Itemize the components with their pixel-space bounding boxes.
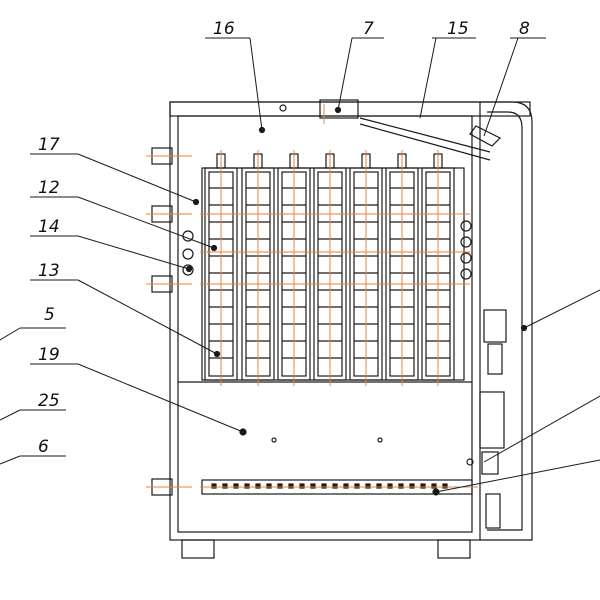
diagonal-brace-2 bbox=[359, 123, 491, 161]
callout-label-14: 14 bbox=[38, 217, 60, 237]
top-right-bracket bbox=[469, 125, 502, 147]
heater-frame bbox=[201, 167, 465, 381]
callout-label-16: 16 bbox=[213, 19, 235, 39]
lower-hole bbox=[271, 437, 277, 443]
leader-line bbox=[419, 37, 437, 119]
callout-label-6: 6 bbox=[38, 437, 49, 457]
leader-line bbox=[0, 409, 21, 421]
burner-port bbox=[376, 483, 382, 489]
leader-line bbox=[77, 196, 215, 249]
burner-port bbox=[365, 483, 371, 489]
right-valve-circle bbox=[460, 268, 472, 280]
control-unit-lower bbox=[479, 391, 505, 449]
leader-line bbox=[435, 459, 600, 493]
callout-label-17: 17 bbox=[38, 135, 60, 155]
control-valve bbox=[481, 451, 499, 475]
burner-port bbox=[233, 483, 239, 489]
leader-line bbox=[249, 37, 263, 131]
leader-line bbox=[77, 279, 218, 355]
drawing-geometry bbox=[151, 99, 533, 559]
leader-line bbox=[337, 37, 353, 111]
callout-label-13: 13 bbox=[38, 261, 60, 281]
leader-line bbox=[0, 455, 21, 465]
burner-port bbox=[431, 483, 437, 489]
callout-labels: 16 7 15 8 17 12 14 13 5 19 25 6 bbox=[38, 19, 530, 457]
burner-port bbox=[288, 483, 294, 489]
left-foot bbox=[181, 539, 215, 559]
centerlines bbox=[146, 104, 478, 488]
burner-port bbox=[409, 483, 415, 489]
burner-port bbox=[387, 483, 393, 489]
top-hole bbox=[279, 104, 287, 112]
leader-line bbox=[483, 37, 519, 137]
burner-port bbox=[211, 483, 217, 489]
callout-label-15: 15 bbox=[447, 19, 469, 39]
burner-port bbox=[332, 483, 338, 489]
burner-port bbox=[255, 483, 261, 489]
leader-line bbox=[483, 395, 600, 463]
leader-line bbox=[523, 289, 600, 329]
leader-lines bbox=[0, 37, 600, 493]
control-knob bbox=[466, 458, 474, 466]
burner-port bbox=[266, 483, 272, 489]
burner-port bbox=[299, 483, 305, 489]
leader-line bbox=[0, 327, 21, 341]
leader-line bbox=[77, 235, 190, 270]
right-valve-circle bbox=[460, 252, 472, 264]
right-foot bbox=[437, 539, 471, 559]
burner-port bbox=[277, 483, 283, 489]
callout-label-12: 12 bbox=[38, 178, 60, 198]
burner-port bbox=[354, 483, 360, 489]
leader-line bbox=[77, 153, 197, 203]
lower-hole bbox=[377, 437, 383, 443]
burner-port bbox=[321, 483, 327, 489]
leader-line bbox=[77, 363, 244, 433]
top-fitting bbox=[319, 99, 359, 119]
right-valve-circle bbox=[460, 236, 472, 248]
diagonal-brace bbox=[359, 117, 491, 153]
right-valve-circle bbox=[460, 220, 472, 232]
burner-port bbox=[420, 483, 426, 489]
burner-port bbox=[244, 483, 250, 489]
callout-label-5: 5 bbox=[44, 305, 55, 325]
burner-port bbox=[310, 483, 316, 489]
control-base bbox=[485, 493, 501, 529]
burner-port bbox=[398, 483, 404, 489]
callout-label-19: 19 bbox=[38, 345, 60, 365]
callout-label-25: 25 bbox=[38, 391, 60, 411]
burner-port bbox=[343, 483, 349, 489]
callout-label-8: 8 bbox=[519, 19, 530, 39]
control-unit-upper bbox=[483, 309, 507, 343]
right-side-panel bbox=[480, 101, 533, 541]
top-panel bbox=[169, 101, 531, 117]
right-side-inner bbox=[487, 111, 523, 531]
callout-label-7: 7 bbox=[363, 19, 374, 39]
burner-port bbox=[222, 483, 228, 489]
valve-circle bbox=[182, 248, 194, 260]
control-unit-mid bbox=[487, 343, 503, 375]
valve-circle bbox=[182, 264, 194, 276]
burner-port bbox=[442, 483, 448, 489]
